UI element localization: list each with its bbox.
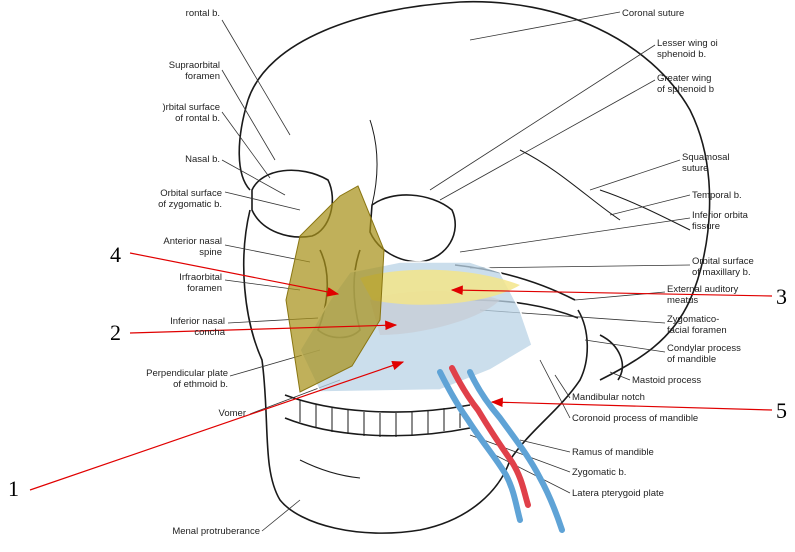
label-frontal-bone: rontal b. (150, 8, 220, 19)
label-mental-protuberance: Menal protruberance (140, 526, 260, 537)
label-temporal-bone: Temporal b. (692, 190, 782, 201)
callout-number-2: 2 (110, 322, 121, 344)
label-lesser-wing: Lesser wing oi sphenoid b. (657, 38, 767, 60)
callout-arrow-5 (492, 402, 772, 410)
label-anterior-nasal-spine: Anterior nasal spine (130, 236, 222, 258)
label-zygomaticofacial-foramen: Zygomatico- facial foramen (667, 314, 777, 336)
label-inferior-orbital-fissure: Inferior orbita fissure (692, 210, 782, 232)
label-mandibular-notch: Mandibular notch (572, 392, 692, 403)
label-inferior-nasal-concha: Inferior nasal concha (130, 316, 225, 338)
label-coronoid-process: Coronoid process of mandible (572, 413, 732, 424)
label-perpendicular-plate: Perpendicular plate of ethmoid b. (112, 368, 228, 390)
label-zygomatic-bone: Zygomatic b. (572, 467, 692, 478)
label-vomer: Vomer (190, 408, 246, 419)
label-condylar-process: Condylar process of mandible (667, 343, 777, 365)
label-infraorbital-foramen: Irfraorbital foramen (130, 272, 222, 294)
label-nasal-bone: Nasal b. (150, 154, 220, 165)
label-orbital-surface-frontal: )rbital surface of rontal b. (130, 102, 220, 124)
callout-number-5: 5 (776, 400, 787, 422)
label-greater-wing: Greater wing of sphenoid b (657, 73, 767, 95)
label-squamosal-suture: Squamosal suture (682, 152, 772, 174)
label-external-auditory-meatus: External auditory meatus (667, 284, 777, 306)
label-ramus-of-mandible: Ramus of mandible (572, 447, 692, 458)
label-coronal-suture: Coronal suture (622, 8, 732, 19)
callout-number-3: 3 (776, 286, 787, 308)
label-supraorbital-foramen: Supraorbital foramen (130, 60, 220, 82)
callout-number-4: 4 (110, 244, 121, 266)
label-lateral-pterygoid-plate: Latera pterygoid plate (572, 488, 712, 499)
label-orbital-surface-maxillary: Orbital surface of maxillary b. (692, 256, 787, 278)
label-mastoid-process: Mastoid process (632, 375, 752, 386)
label-orbital-surface-zygomatic: Orbital surface of zygomatic b. (120, 188, 222, 210)
callout-number-1: 1 (8, 478, 19, 500)
